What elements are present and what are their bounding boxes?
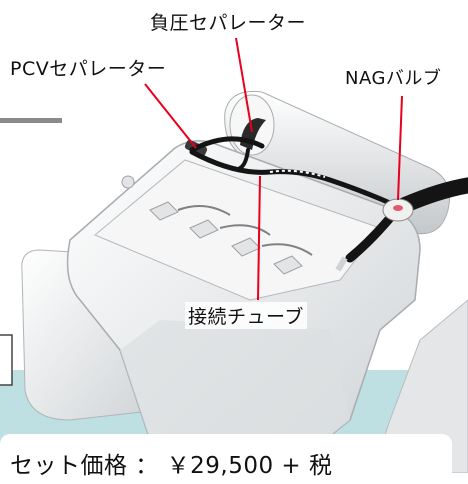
label-connection-tube: 接続チューブ <box>185 302 307 329</box>
engine-front <box>120 320 350 470</box>
nag-valve-mark <box>393 205 403 211</box>
engine-illustration <box>0 37 468 473</box>
price-text: セット価格 ： ￥29,500 + 税 <box>10 453 333 479</box>
label-negative-pressure-separator: 負圧セパレーター <box>150 12 307 34</box>
hoses <box>189 136 468 263</box>
leader-connection <box>257 175 261 301</box>
side-box <box>0 334 13 386</box>
leader-lines <box>144 37 403 301</box>
nozzle <box>335 256 348 272</box>
plug-wires <box>177 205 313 256</box>
leader-nag <box>397 95 403 201</box>
coil-packs <box>121 175 303 275</box>
leader-pcv <box>144 83 197 149</box>
header-bar <box>0 118 62 123</box>
right-housing <box>371 299 468 473</box>
label-pcv-separator: PCVセパレーター <box>10 58 167 80</box>
label-nag-valve: NAGバルブ <box>345 68 442 89</box>
connection-tube-part <box>269 169 326 178</box>
leader-negative <box>235 37 253 133</box>
